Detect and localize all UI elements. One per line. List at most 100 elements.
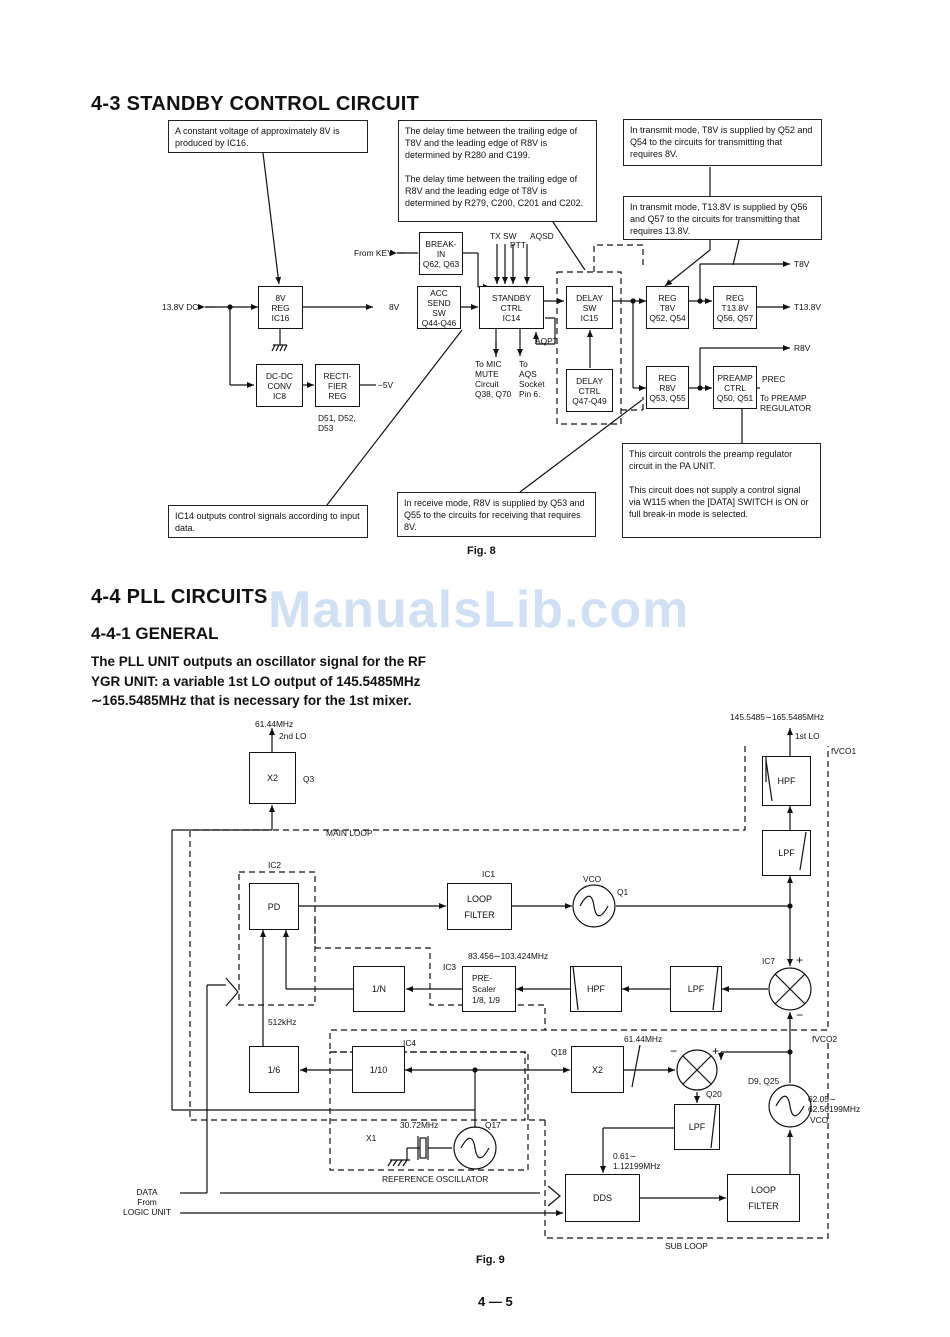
note-ic16: A constant voltage of approximately 8V i… [168,120,368,153]
label-line: 62.56199MHz [808,1104,861,1114]
label-line: To PREAMP [760,393,807,403]
label-8v-output: 8V [389,302,400,312]
block-text: DELAY [576,375,603,386]
note-t8v-text: In transmit mode, T8V is supplied by Q52… [630,125,813,159]
block-text: T8V [659,302,676,313]
label-vco2-range: 62.05∼62.56199MHz [808,1094,860,1114]
label-q1: Q1 [617,887,629,897]
page-number: 4 — 5 [478,1294,513,1309]
intro-line: YGR UNIT: a variable 1st LO output of 14… [91,673,421,689]
block-text: IN [436,248,446,259]
label-q3: Q3 [303,774,315,784]
block-text: ACC [430,287,448,298]
block-text: STANDBY [492,292,531,303]
block-pd: PD [249,883,299,930]
block-text: REG [271,302,290,313]
block-text: Q52, Q54 [649,312,686,323]
note-t138v-text: In transmit mode, T13.8V is supplied by … [630,202,808,236]
label-line: DATA [136,1187,158,1197]
label-dds-range: 0.61∼1.12199MHz [613,1151,661,1171]
label-d9-q25: D9, Q25 [748,1076,780,1086]
label-x1: X1 [366,1133,377,1143]
block-text: T13.8V [721,302,749,313]
block-text: Q53, Q55 [649,392,686,403]
label-ic4: IC4 [403,1038,417,1048]
block-text: CTRL [724,382,746,393]
label-line: Pin 6. [519,389,541,399]
block-text: RECTI- [323,370,352,381]
label-q20: Q20 [706,1089,722,1099]
label-1st-lo: 1st LO [795,731,820,741]
block-lpf-mid: LPF [670,966,722,1012]
label-ic1: IC1 [482,869,496,879]
note-preamp-text-1: This circuit controls the preamp regulat… [629,449,793,471]
note-delay-text-2: The delay time between the trailing edge… [405,174,584,208]
fig8-caption: Fig. 8 [467,545,496,557]
label-reference-oscillator: REFERENCE OSCILLATOR [382,1174,489,1184]
label-ic7: IC7 [762,956,776,966]
label-line: LOGIC UNIT [123,1207,171,1217]
block-x2-q3: X2 [249,752,296,804]
block-text: FIER [327,380,348,391]
block-text: Q50, Q51 [716,392,754,403]
block-text: 1/6 [267,1064,281,1075]
block-text: Q56, Q57 [716,312,754,323]
label-aqsd: AQSD [530,231,554,241]
block-text: IC8 [272,390,287,401]
label-61-44mhz-top: 61.44MHz [255,719,294,729]
block-1-over-n: 1/N [353,966,405,1012]
block-text: DC-DC [266,370,293,381]
label-diodes: D51, D52,D53 [318,413,356,433]
block-text: LOOP [466,893,492,904]
label-fvco2: fVCO2 [812,1034,838,1044]
label-line: D53 [318,423,334,433]
block-text: R8V [659,382,676,393]
label-r8v-output: R8V [794,343,811,353]
block-text: REG [328,390,347,401]
block-text: IC15 [580,312,599,323]
label-61-44mhz-mid: 61.44MHz [624,1034,663,1044]
block-dds: DDS [565,1174,640,1222]
label-minus5v-output: −5V [378,380,394,390]
note-delay-text-1: The delay time between the trailing edge… [405,126,578,160]
label-line: REGULATOR [760,403,812,413]
block-text: 8V [275,292,286,303]
block-text: LOOP [750,1185,776,1195]
block-text: Q47-Q49 [572,395,607,406]
label-from-key: From KEY [354,248,393,258]
label-line: From [137,1197,157,1207]
label-mixer2-minus: − [670,1044,678,1058]
block-text: LPF [687,984,705,994]
label-ic2: IC2 [268,860,282,870]
block-text: LPF [688,1122,706,1132]
note-ic14: IC14 outputs control signals according t… [168,505,368,538]
block-text: SW [432,307,446,318]
block-text: IC16 [271,312,290,323]
label-sub-loop: SUB LOOP [665,1241,708,1251]
block-text: 1/8, 1/9 [472,994,500,1005]
label-vco: VCO [583,874,602,884]
block-text: REG [658,292,677,303]
block-text: 1/N [371,984,386,994]
block-text: DELAY [576,292,603,303]
block-text: SEND [427,297,451,308]
label-mixer1-minus: − [796,1008,804,1022]
block-divide-10: 1/10 [352,1046,405,1093]
block-text: FILTER [748,1201,779,1211]
block-text: PREAMP [717,372,753,383]
label-line: MUTE [475,369,499,379]
intro-paragraph: The PLL UNIT outputs an oscillator signa… [91,652,511,711]
label-prescaler-range: 83.456∼103.424MHz [468,951,549,961]
block-text: REG [658,372,677,383]
note-delay: The delay time between the trailing edge… [398,120,597,222]
block-text: Scaler [472,983,496,994]
label-line: D51, D52, [318,413,356,423]
